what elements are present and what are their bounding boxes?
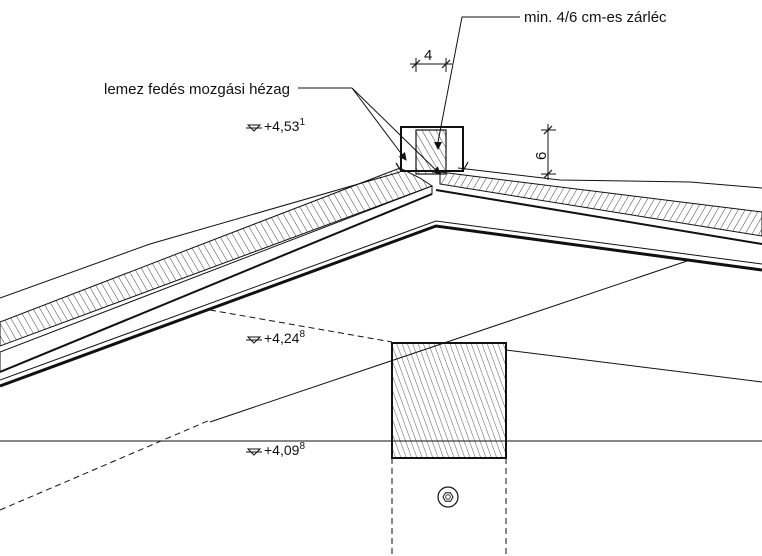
dashed-lines xyxy=(0,309,507,556)
dimension-height-label: 6 xyxy=(533,152,550,160)
bolt-symbol xyxy=(437,486,459,508)
construction-lines xyxy=(0,259,762,442)
level-2-label: +4,248 xyxy=(264,329,305,346)
dimension-height: 6 xyxy=(533,124,556,180)
level-marker-3: +4,098 xyxy=(246,441,305,458)
level-3-label: +4,098 xyxy=(264,441,305,458)
level-marker-2: +4,248 xyxy=(246,329,305,346)
leader-hezag: lemez fedés mozgási hézag xyxy=(104,81,441,175)
ridge-cap xyxy=(395,126,469,175)
dimension-width-label: 4 xyxy=(424,47,432,64)
roof-layer-right xyxy=(435,171,762,245)
ridge-beam xyxy=(391,342,507,459)
roof-layer-left xyxy=(0,167,434,373)
level-marker-1: +4,531 xyxy=(246,117,305,134)
level-1-label: +4,531 xyxy=(264,117,305,134)
dimension-width: 4 xyxy=(410,47,452,72)
roof-outer-lines xyxy=(0,167,762,299)
leader-zarlec: min. 4/6 cm-es zárléc xyxy=(434,9,667,150)
annotation-zarlec: min. 4/6 cm-es zárléc xyxy=(524,9,667,26)
annotation-hezag: lemez fedés mozgási hézag xyxy=(104,81,290,98)
rafter-lines xyxy=(0,220,762,388)
